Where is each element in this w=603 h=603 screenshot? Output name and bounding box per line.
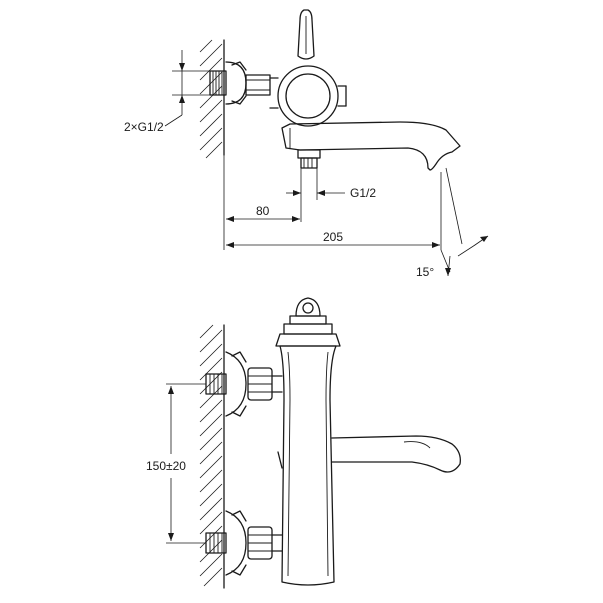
dim-outlet-thread-label: G1/2: [350, 186, 376, 200]
lower-inlet: [205, 510, 283, 576]
handle-lever: [297, 9, 315, 60]
wall-bottom: [199, 324, 225, 589]
dim-angle-label: 15°: [416, 265, 434, 279]
mixer-column: [279, 345, 337, 586]
dim-150: [166, 383, 206, 544]
mixer-body: [269, 65, 347, 127]
dim-150-label: 150±20: [146, 459, 186, 473]
front-view: 150±20: [146, 297, 461, 589]
inlet-connector-top: [209, 61, 271, 105]
upper-inlet: [205, 351, 283, 417]
spout-front: [277, 435, 461, 473]
spout-side: [281, 121, 461, 171]
dim-angle: [440, 167, 489, 277]
dim-80: [223, 155, 300, 250]
wall-top: [199, 39, 225, 159]
dim-inlet-thread-label: 2×G1/2: [124, 120, 164, 134]
top-knob: [275, 297, 341, 347]
dim-205-label: 205: [323, 230, 343, 244]
dim-outlet-thread: [286, 168, 345, 222]
dim-inlet-thread: [164, 50, 210, 127]
dim-205: [226, 172, 442, 250]
dim-80-label: 80: [256, 204, 270, 218]
side-view: 2×G1/2 G1/2 80 205: [124, 9, 489, 279]
outlet-connector: [297, 149, 321, 169]
